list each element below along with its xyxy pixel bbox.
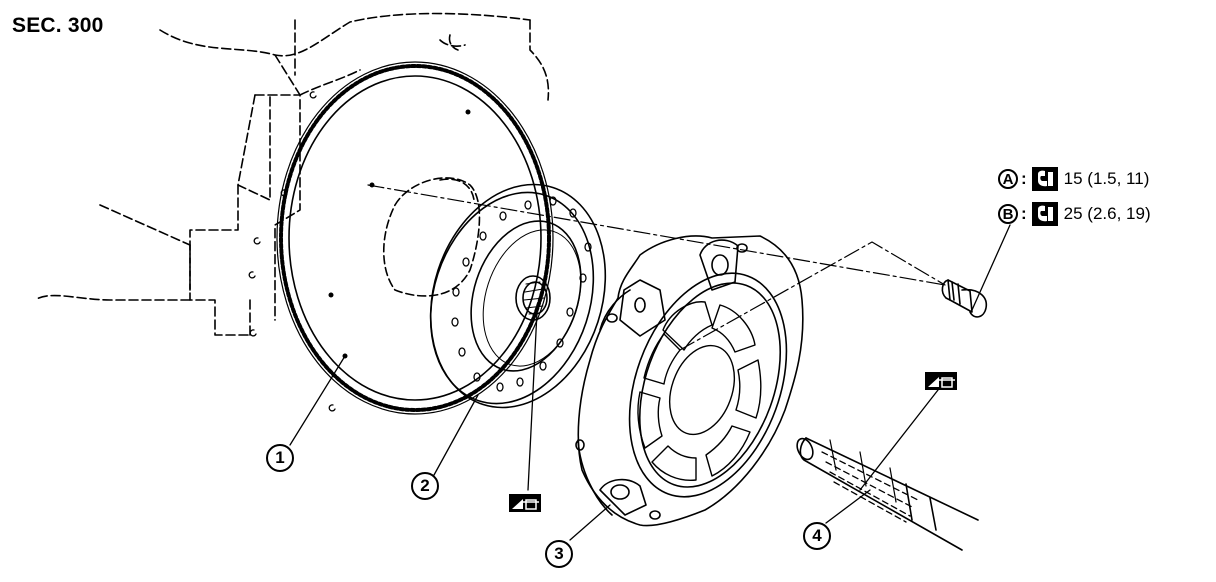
grease-application-icon bbox=[925, 372, 957, 390]
clutch-cover-bolt bbox=[941, 279, 988, 318]
torque-value-b: 25 (2.6, 19) bbox=[1063, 204, 1151, 223]
callout-1: 1 bbox=[266, 444, 294, 472]
torque-value-a: 15 (1.5, 11) bbox=[1063, 169, 1150, 188]
section-label: SEC. 300 bbox=[12, 14, 104, 37]
torque-wrench-icon bbox=[1031, 202, 1058, 226]
torque-letter-a: A bbox=[998, 169, 1018, 189]
torque-letter-b: B bbox=[998, 204, 1018, 224]
flywheel bbox=[276, 61, 554, 415]
input-shaft bbox=[796, 437, 979, 551]
clutch-cover bbox=[575, 235, 804, 527]
engine-block-outline bbox=[34, 12, 550, 336]
torque-wrench-icon bbox=[1031, 167, 1058, 191]
colon: : bbox=[1021, 204, 1027, 223]
torque-spec-a: A : 15 (1.5, 11) bbox=[998, 166, 1149, 192]
colon: : bbox=[1021, 169, 1027, 188]
clutch-disc bbox=[429, 183, 607, 409]
callout-2: 2 bbox=[411, 472, 439, 500]
callout-3: 3 bbox=[545, 540, 573, 568]
torque-spec-b: B : 25 (2.6, 19) bbox=[998, 201, 1151, 227]
callout-4: 4 bbox=[803, 522, 831, 550]
grease-application-icon bbox=[509, 494, 541, 512]
